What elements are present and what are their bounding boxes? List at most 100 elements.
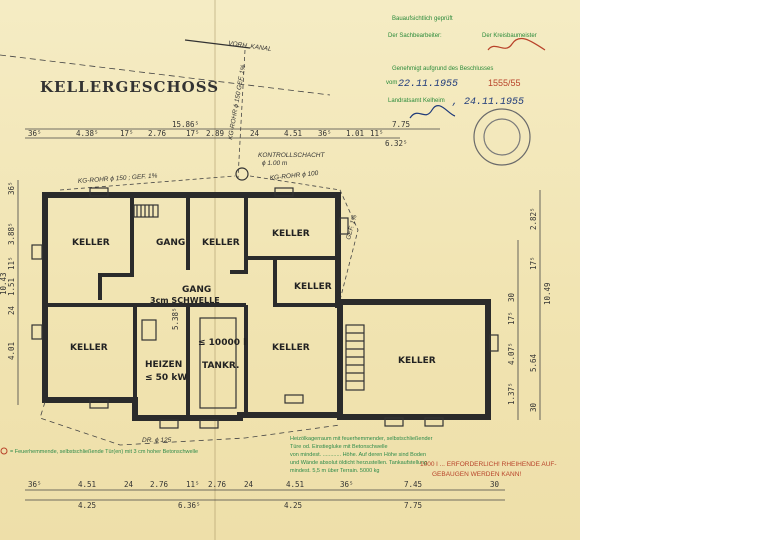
window [274, 187, 294, 197]
room-keller-mid: KELLER [202, 238, 240, 248]
annex-wall [337, 299, 491, 420]
approval-block: Bauaufsichtlich geprüft Der Sachbearbeit… [386, 16, 537, 108]
kanal-label: VORH. KANAL [228, 40, 273, 53]
dim-right-7: 1.37⁵ [507, 382, 516, 405]
green-note-1: Türe od. Einstiegluke mit Betonschwelle [290, 444, 388, 450]
dim-bottom2-1: 6.36⁵ [178, 501, 201, 510]
signature-blue [409, 105, 456, 119]
dim-top-5: 2.89 [206, 129, 224, 138]
dim-bottom2-0: 4.25 [78, 501, 96, 510]
room-gang-center: GANG [182, 285, 211, 295]
window [489, 334, 499, 352]
kontroll-label: KONTROLLSCHACHT [258, 152, 325, 159]
room-heizen-kw: ≤ 50 kW [145, 373, 187, 383]
approval-line5: Landratsamt Kelheim [388, 98, 445, 104]
room-labels: KELLER GANG KELLER KELLER GANG 3cm SCHWE… [70, 229, 436, 383]
window [89, 399, 109, 409]
room-heizen: HEIZEN [145, 360, 182, 370]
dim-top-7: 4.51 [284, 129, 302, 138]
dim-top-total: 15.86⁵ [172, 120, 199, 129]
dims-top-row2: 15.86⁵ 7.75 6.32⁵ [172, 120, 410, 148]
window [199, 419, 219, 429]
dim-bottom-0: 36⁵ [28, 480, 42, 489]
stairs-top-box [133, 204, 159, 218]
boiler-symbol [141, 319, 157, 341]
dim-top-8: 36⁵ [318, 129, 332, 138]
wall-3 [230, 197, 248, 274]
stairs-annex [345, 324, 365, 391]
dim-bottom-10: 30 [490, 480, 500, 489]
green-note-2: von mindest. ............ Höhe. Auf dere… [290, 452, 426, 458]
approval-date1: 22.11.1955 [398, 79, 458, 90]
approval-date2: , 24.11.1955 [452, 97, 524, 108]
wall-1 [98, 197, 134, 300]
legend-symbol [0, 447, 8, 455]
dim-bottom-5: 2.76 [208, 480, 227, 489]
dim-top-0: 36⁵ [28, 129, 42, 138]
dims-left: 36⁵ 3.88⁵ 11⁵ 1.51 24 4.01 10.43 [0, 181, 16, 360]
room-tankr: TANKR. [202, 361, 239, 371]
dim-left-3: 1.51 [7, 278, 16, 296]
window [284, 394, 304, 404]
green-note-3: und Wände absolut öldicht herzustellen. … [290, 460, 427, 466]
dim-top-right: 7.75 [392, 120, 410, 129]
dims-right: 2.82⁵ 17⁵ 10.49 30 17⁵ 4.07⁵ 5.64 1.37⁵ … [507, 207, 552, 412]
approval-line4: Genehmigt aufgrund des Beschlusses [392, 66, 493, 72]
dim-right-1: 17⁵ [529, 256, 538, 270]
dims-bottom-row2: 4.25 6.36⁵ 4.25 7.75 [78, 501, 422, 510]
kanal-line [0, 54, 331, 96]
dim-left-2: 11⁵ [7, 256, 16, 270]
kontroll-shaft [235, 167, 249, 181]
window [384, 417, 404, 427]
room-tank-capacity: ≤ 10000 l [198, 338, 246, 348]
pipe-diagonal [237, 49, 246, 179]
window [339, 217, 349, 235]
approval-line3: Der Kreisbaumeister [482, 33, 537, 39]
dim-top-1: 4.38⁵ [76, 129, 99, 138]
approval-date1-prefix: vom [386, 80, 397, 86]
dim-bottom-7: 4.51 [286, 480, 304, 489]
pipe-right-line [249, 175, 359, 301]
approval-ref: 1555/55 [488, 78, 521, 88]
room-keller-nw: KELLER [72, 238, 110, 248]
dim-bottom-9: 7.45 [404, 480, 422, 489]
official-seal-inner [483, 118, 521, 156]
pipe-mid-label: KG-ROHR ϕ 100 [269, 170, 319, 182]
dim-top-10: 11⁵ [370, 129, 384, 138]
dim-right-5: 4.07⁵ [507, 342, 516, 365]
room-schwelle: 3cm SCHWELLE [150, 296, 220, 305]
dim-538: 5.38⁵ [171, 307, 180, 330]
room-keller-e: KELLER [294, 282, 332, 292]
red-note-1: 1000 l ... ERFORDERLICH! RHEIHENDE AUF- [420, 461, 557, 468]
drain-label: DR. ϕ 125 [142, 437, 172, 444]
dim-top-6: 24 [250, 129, 260, 138]
stairs-top [133, 204, 159, 218]
dim-top-9: 1.01 [346, 129, 364, 138]
dim-top-4: 17⁵ [186, 129, 200, 138]
dim-bottom-3: 2.76 [150, 480, 169, 489]
dim-bottom-1: 4.51 [78, 480, 96, 489]
green-note-0: Heizölkagerraum mit feuerhemmender, selb… [290, 436, 433, 442]
dim-left-4: 24 [7, 305, 16, 315]
dim-left-5: 4.01 [7, 342, 16, 360]
green-note-4: mindest. 5,5 m über Terrain. 5000 kg [290, 468, 379, 474]
legend-text: = Feuerhemmende, selbstschließende Tür(e… [10, 449, 198, 455]
dim-bottom-4: 11⁵ [186, 480, 200, 489]
room-keller-s: KELLER [272, 343, 310, 353]
official-seal [473, 108, 531, 166]
room-keller-big: KELLER [398, 356, 436, 366]
kontroll-size: ϕ 1.00 m [262, 160, 288, 167]
wall-5 [273, 258, 338, 307]
dim-top-3: 2.76 [148, 129, 167, 138]
dim-top-right2: 6.32⁵ [385, 139, 408, 148]
foundation-dashed [39, 401, 341, 446]
room-keller-sw: KELLER [70, 343, 108, 353]
pipe-top-line [59, 175, 236, 191]
room-gang-top: GANG [156, 238, 185, 248]
signature-red [487, 37, 546, 51]
dim-bottom-8: 36⁵ [340, 480, 354, 489]
dim-top-2: 17⁵ [120, 129, 134, 138]
window [89, 187, 109, 197]
dim-right-3: 30 [507, 292, 516, 302]
